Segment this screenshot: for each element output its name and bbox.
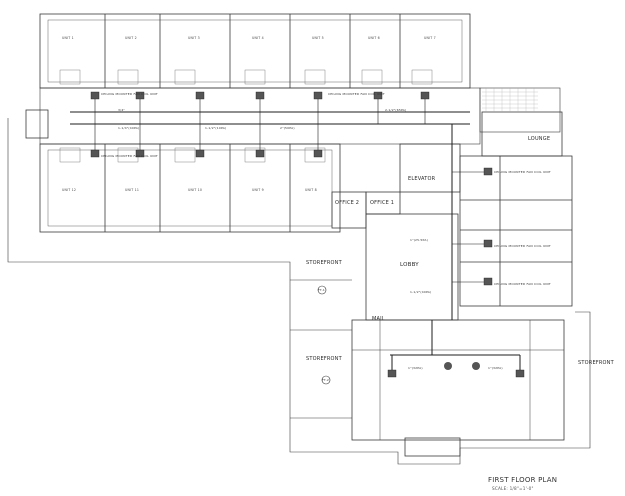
column-marker [444, 362, 452, 370]
unit-label: UNIT 5 [312, 36, 324, 40]
room-label-storefront-lower: STOREFRONT [306, 356, 342, 362]
section-marker [317, 285, 327, 295]
unit-label: UNIT 6 [368, 36, 380, 40]
equipment-note: CEILING MOUNTED FAN COIL UNIT [101, 154, 158, 158]
pipe-size-label: 1"(32PA) [408, 366, 423, 370]
column-marker [472, 362, 480, 370]
site-outline [7, 118, 591, 465]
equipment-note: CEILING MOUNTED FAN COIL UNIT [494, 244, 551, 248]
pipe-size-label: 1-1/2"(40PA) [410, 290, 432, 294]
fan-coil-unit [387, 369, 397, 378]
fan-coil-unit [373, 91, 383, 100]
equipment-note: CEILING MOUNTED FAN COIL UNIT [494, 170, 551, 174]
equipment-note: CEILING MOUNTED FAN COIL UNIT [328, 92, 385, 96]
fan-coil-unit [313, 91, 323, 100]
room-label-lounge: LOUNGE [528, 136, 551, 142]
fan-coil-unit [313, 149, 323, 158]
pipe-size-label: 1"(32PA) [488, 366, 503, 370]
equipment-note: CEILING MOUNTED FAN COIL UNIT [494, 282, 551, 286]
section-marker [321, 375, 331, 385]
room-label-office-1: OFFICE 1 [370, 200, 395, 206]
room-label-storefront-right: STOREFRONT [578, 360, 614, 366]
fan-coil-unit [515, 369, 525, 378]
unit-label: UNIT 3 [188, 36, 200, 40]
fan-coil-unit [90, 149, 100, 158]
room-label-elevator: ELEVATOR [408, 176, 436, 182]
unit-label: UNIT 9 [252, 188, 264, 192]
unit-label: UNIT 7 [424, 36, 436, 40]
unit-label: UNIT 11 [125, 188, 140, 192]
room-label-mail: MAIL [372, 316, 385, 322]
fan-coil-unit [483, 167, 493, 176]
unit-label: UNIT 8 [305, 188, 317, 192]
room-label-storefront-upper: STOREFRONT [306, 260, 342, 266]
unit-label: UNIT 1 [62, 36, 74, 40]
fan-coil-unit [135, 91, 145, 100]
drawing-title: FIRST FLOOR PLAN [488, 476, 558, 484]
unit-label: UNIT 10 [188, 188, 203, 192]
north-wing-outline [39, 13, 471, 89]
pipe-size-label: 1"(25.5PA) [410, 238, 428, 242]
pipe-size-label: 1-1/4"(40PA) [118, 126, 140, 130]
lower-block [351, 319, 565, 441]
fan-coil-unit [255, 91, 265, 100]
stair-left [25, 109, 49, 139]
drawing-scale: SCALE: 1/8"=1'-0" [492, 486, 534, 491]
east-wing-outline [459, 155, 573, 307]
room-label-lobby: LOBBY [400, 262, 419, 268]
pipe-size-label: 1-1/2"(10PA) [205, 126, 227, 130]
pipe-size-label: 2-1/2"(65PA) [385, 108, 407, 112]
pipe-size-label: 3/4" [118, 108, 126, 112]
unit-label: UNIT 2 [125, 36, 137, 40]
fan-coil-unit [135, 149, 145, 158]
east-hatched-zone [479, 87, 561, 133]
pipe-size-label: 2"(50PA) [280, 126, 295, 130]
fan-coil-unit [195, 149, 205, 158]
unit-label: UNIT 12 [62, 188, 77, 192]
fan-coil-unit [90, 91, 100, 100]
section-tag: FT-2 [322, 378, 330, 382]
fan-coil-unit [420, 91, 430, 100]
fan-coil-unit [195, 91, 205, 100]
equipment-note: CEILING MOUNTED FAN COIL UNIT [101, 92, 158, 96]
fan-coil-unit [255, 149, 265, 158]
room-label-office-2: OFFICE 2 [335, 200, 360, 206]
fan-coil-unit [483, 239, 493, 248]
section-tag: FT-1 [318, 288, 326, 292]
unit-label: UNIT 4 [252, 36, 264, 40]
fan-coil-unit [483, 277, 493, 286]
lounge-room [481, 111, 563, 157]
